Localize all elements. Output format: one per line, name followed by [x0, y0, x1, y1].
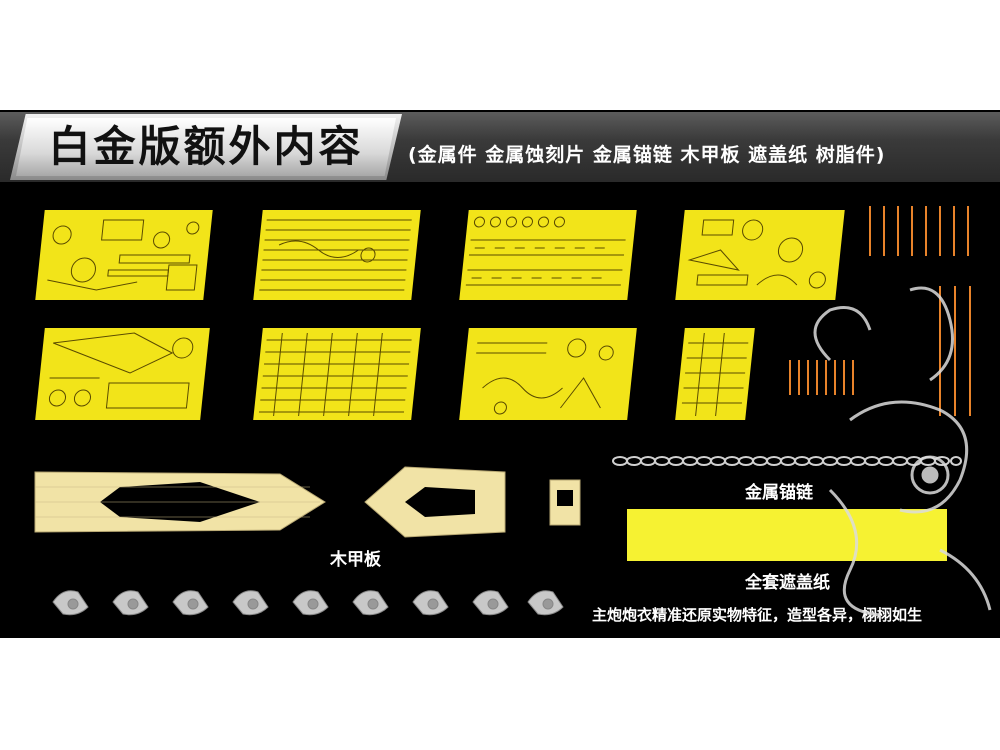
etch-pattern [47, 219, 200, 291]
turret-cover-icon [232, 590, 269, 616]
wood-deck-label: 木甲板 [330, 550, 381, 570]
metal-pins-array [789, 360, 854, 395]
turret-cover-icon [472, 590, 509, 616]
etch-pattern [681, 333, 749, 416]
turret-note: 主炮炮衣精准还原实物特征，造型各异，栩栩如生 [592, 606, 923, 624]
mask-sheet-label: 全套遮盖纸 [745, 573, 830, 593]
etch-pattern [259, 219, 412, 291]
turret-cover-icon [352, 590, 389, 616]
title-plate-inner [16, 118, 396, 176]
turret-cover-icon [412, 590, 449, 616]
metal-parts-array [869, 206, 971, 416]
etch-fret-1 [35, 210, 213, 300]
etch-pattern [465, 216, 626, 286]
page-title: 白金版额外内容 [48, 122, 364, 171]
page-subtitle: (金属件 金属蚀刻片 金属锚链 木甲板 遮盖纸 树脂件) [408, 144, 886, 166]
anchor-chain-label: 金属锚链 [745, 483, 813, 503]
turret-cover-icon [292, 590, 329, 616]
etch-fret-7 [459, 328, 637, 420]
etch-fret-8 [675, 328, 755, 420]
etch-pattern [48, 332, 194, 409]
etch-pattern [476, 338, 614, 415]
dragon-watermark-icon [813, 286, 992, 617]
wood-deck-section [364, 466, 506, 538]
wood-deck-main [34, 471, 326, 533]
etch-pattern [687, 219, 826, 289]
turret-covers-row [52, 590, 564, 616]
turret-cover-icon [527, 590, 564, 616]
etch-pattern [258, 333, 412, 416]
etch-fret-4 [675, 210, 845, 300]
wood-deck-small [549, 479, 581, 526]
turret-cover-icon [172, 590, 209, 616]
mask-sheet [627, 509, 947, 561]
turret-cover-icon [112, 590, 149, 616]
etch-fret-5 [35, 328, 210, 420]
etch-fret-3 [459, 210, 637, 300]
etch-fret-6 [253, 328, 421, 420]
etch-fret-2 [253, 210, 421, 300]
turret-cover-icon [52, 590, 89, 616]
